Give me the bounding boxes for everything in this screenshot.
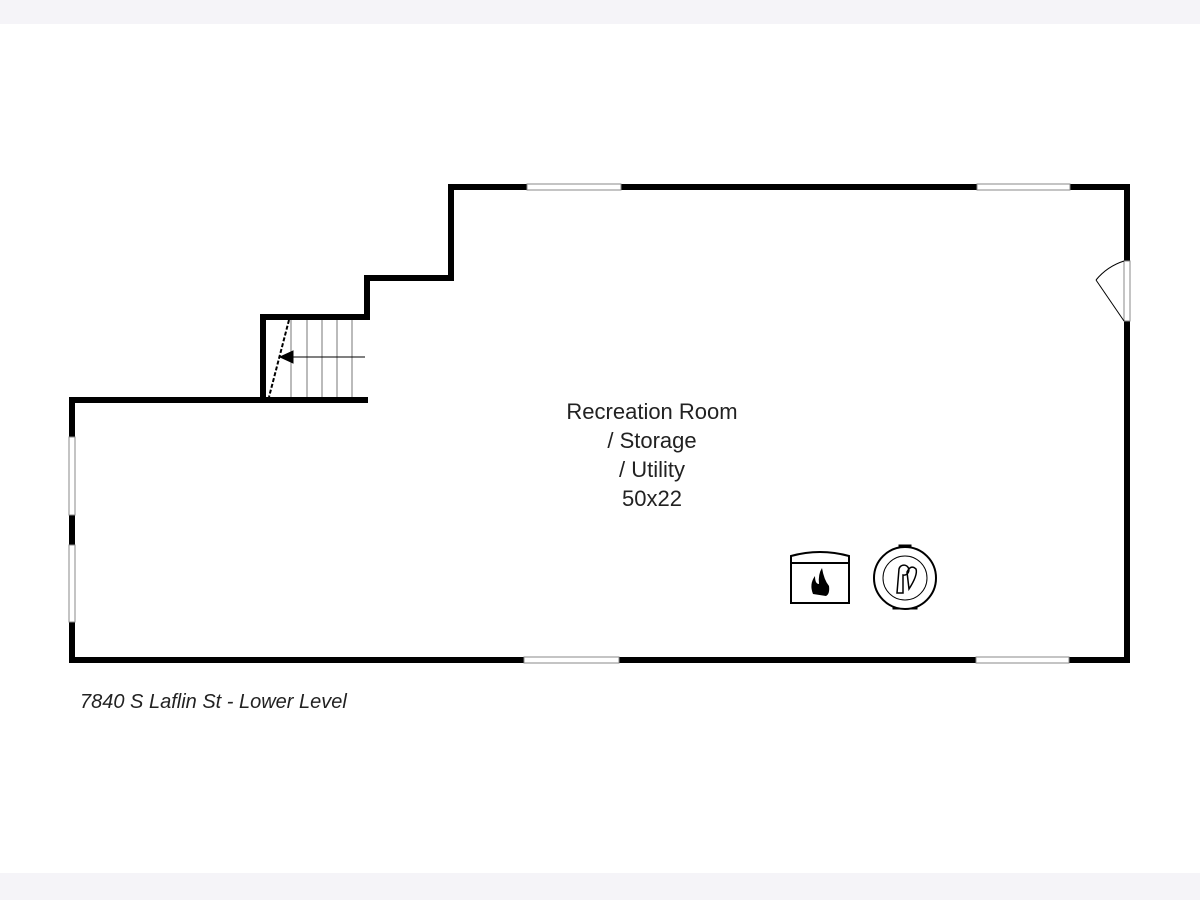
room-label: Recreation Room / Storage / Utility 50x2… [452, 397, 852, 513]
windows [68, 183, 1071, 664]
room-dimensions: 50x22 [622, 486, 682, 511]
fireplace-icon [790, 551, 850, 604]
floor-caption: 7840 S Laflin St - Lower Level [80, 691, 347, 713]
room-name-line1: Recreation Room [566, 399, 738, 424]
bottom-band [0, 873, 1200, 900]
water-heater-icon [873, 544, 937, 610]
top-band [0, 0, 1200, 24]
stairs-icon [268, 319, 365, 398]
door-icon [1095, 260, 1131, 322]
room-name-line3: / Utility [619, 457, 685, 482]
room-name-line2: / Storage [607, 428, 697, 453]
